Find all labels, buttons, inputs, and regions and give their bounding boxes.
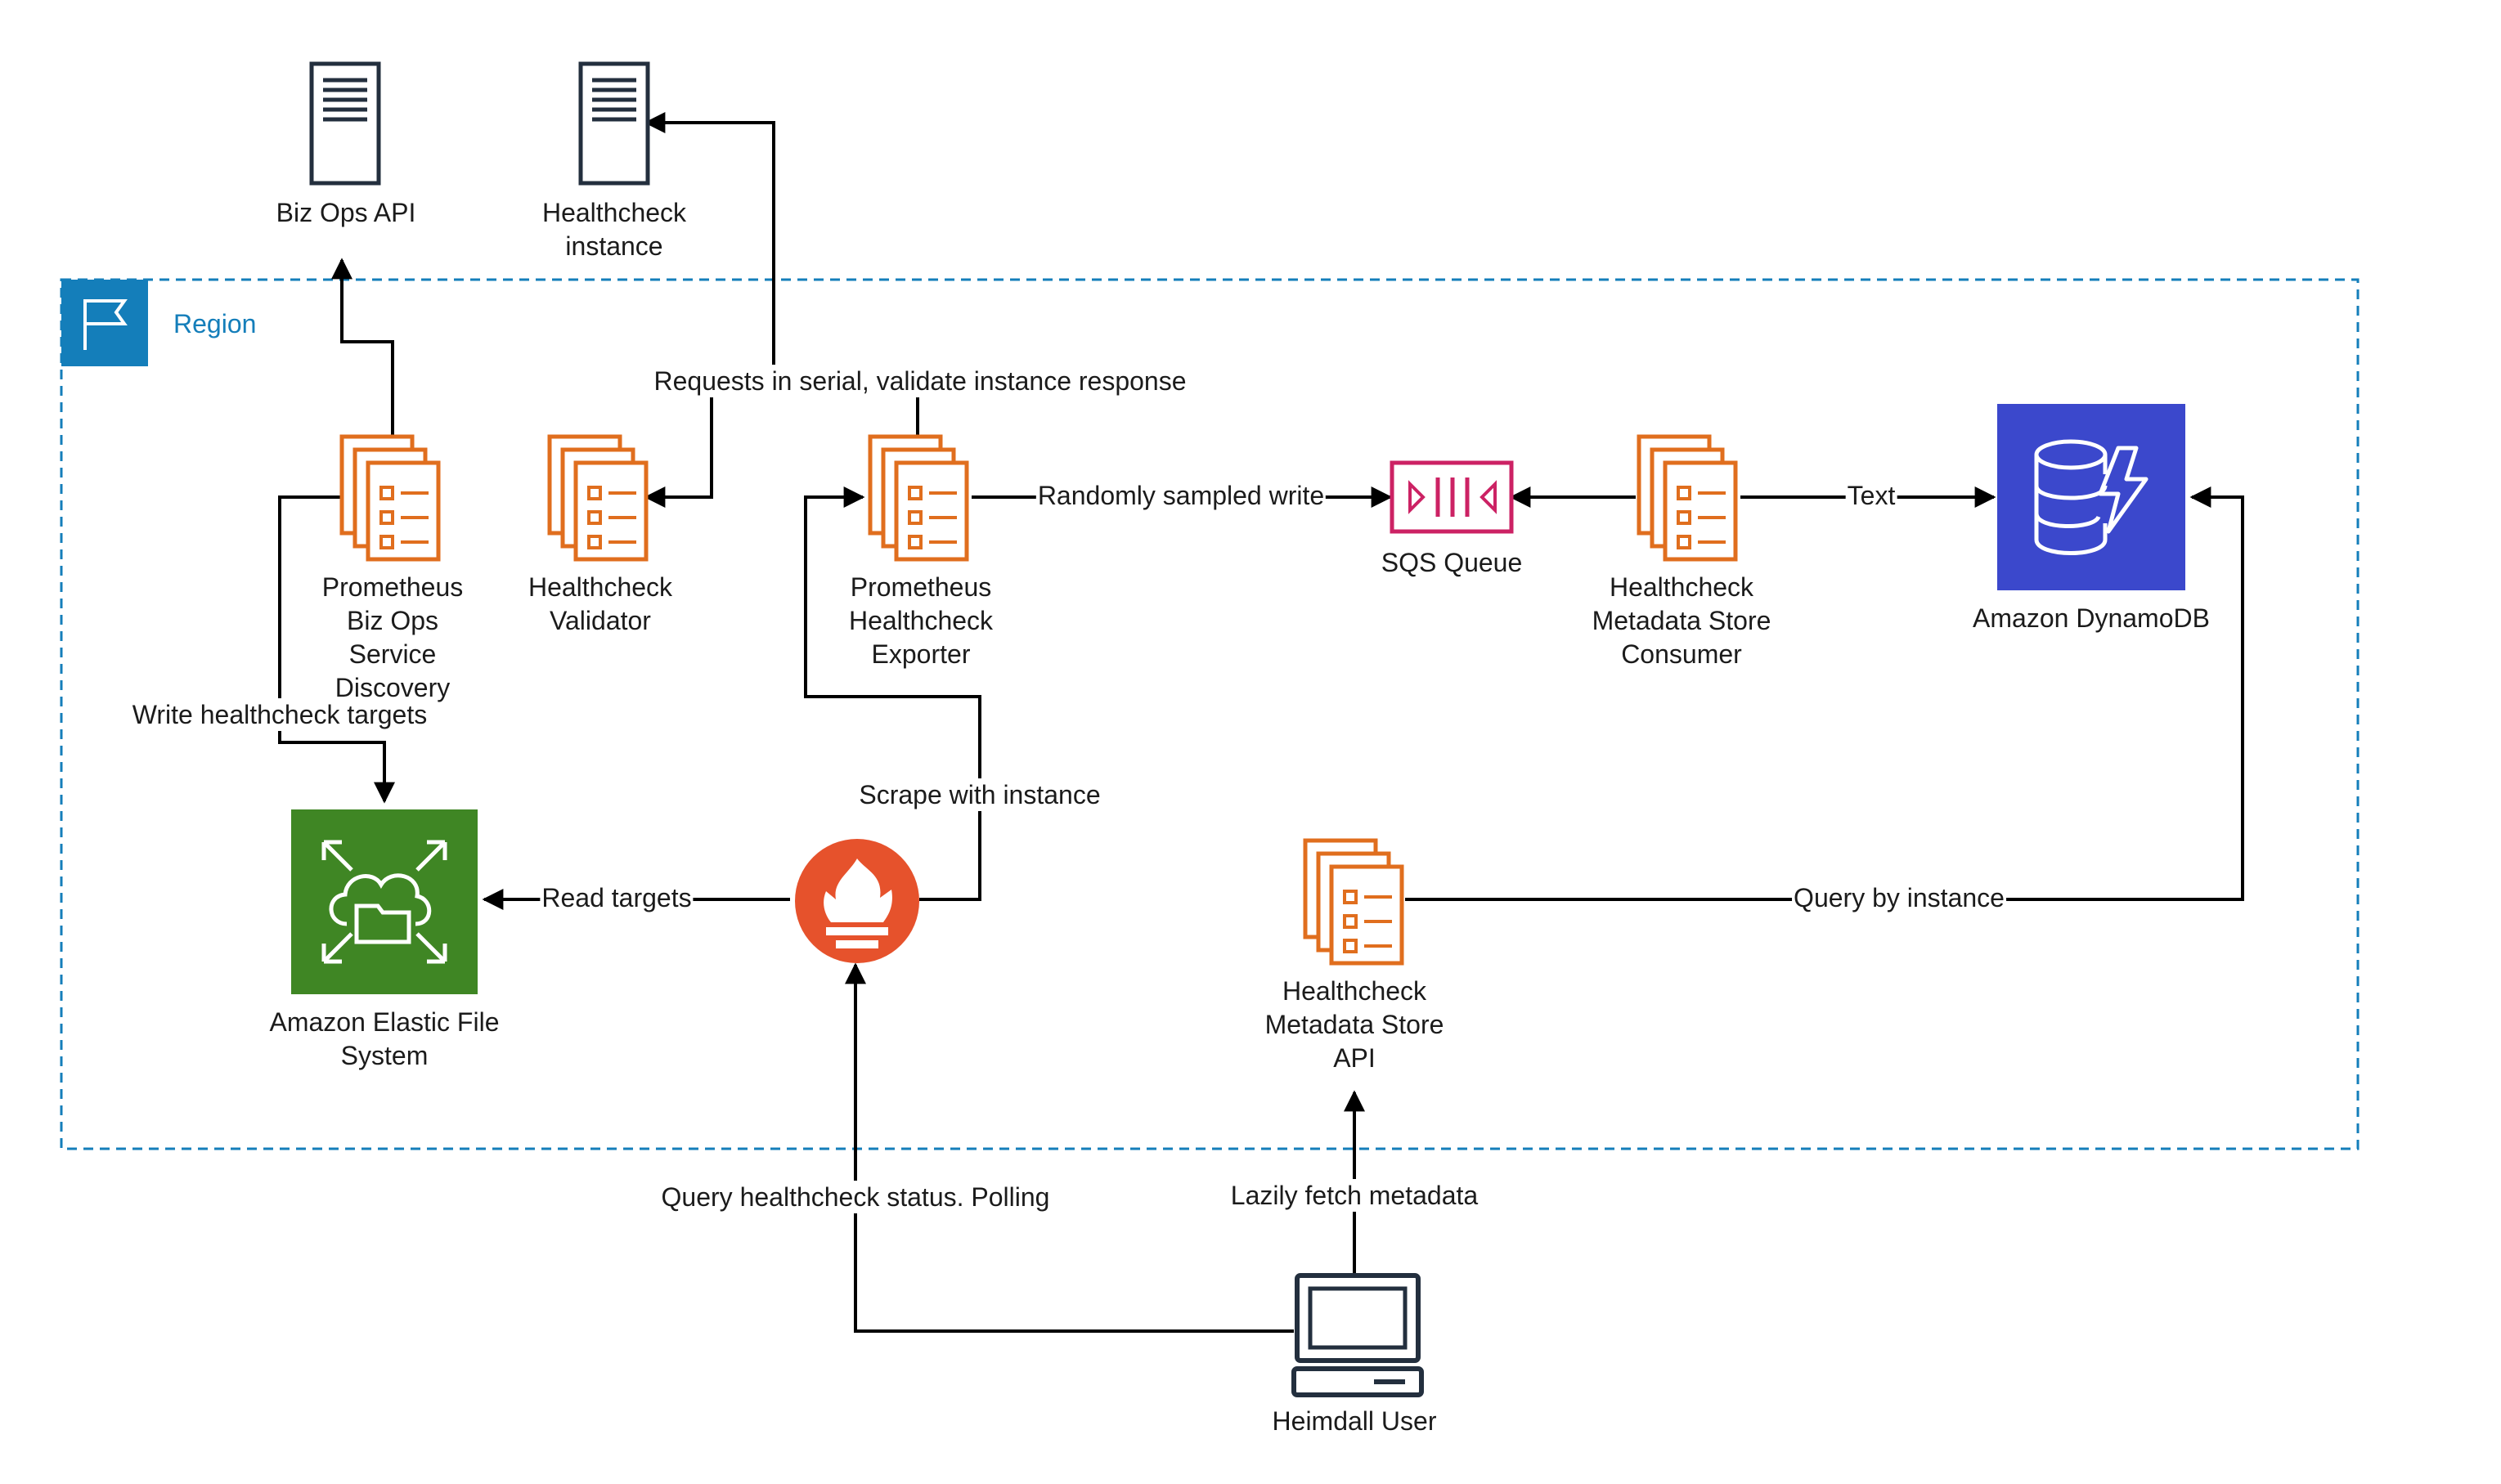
- edge-label-write-targets: Write healthcheck targets: [130, 698, 429, 731]
- edge-exporter-to-validator: [644, 379, 774, 508]
- metadata-store-api-ecs-tasks-icon: [1305, 841, 1402, 963]
- efs-icon: [291, 809, 478, 994]
- healthcheck-instance-label: Healthcheck instance: [516, 196, 712, 263]
- prometheus-icon: [795, 839, 919, 963]
- heimdall-user-label: Heimdall User: [1232, 1405, 1477, 1438]
- label-line: Discovery: [335, 673, 451, 702]
- label-line: Validator: [550, 606, 651, 635]
- biz-ops-api-label: Biz Ops API: [248, 196, 444, 230]
- label-line: Heimdall User: [1272, 1406, 1437, 1436]
- label-line: Exporter: [871, 639, 971, 669]
- edge-label-scrape: Scrape with instance: [857, 778, 1102, 811]
- label-line: Healthcheck: [1609, 572, 1754, 602]
- laptop-icon: [1291, 1273, 1424, 1397]
- region-flag-icon: [61, 280, 148, 366]
- sqs-queue-label: SQS Queue: [1354, 546, 1550, 580]
- edge-sd-to-efs: [278, 495, 395, 804]
- prometheus-biz-ops-sd-ecs-tasks-icon: [342, 437, 438, 559]
- label-line: Healthcheck: [848, 606, 994, 635]
- edge-prometheus-to-exporter: [804, 486, 981, 901]
- metadata-store-consumer-ecs-tasks-icon: [1639, 437, 1735, 559]
- edge-label-lazily-fetch: Lazily fetch metadata: [1228, 1179, 1480, 1212]
- label-line: Healthcheck: [528, 572, 673, 602]
- label-line: Healthcheck: [1282, 976, 1427, 1006]
- edge-label-query-status: Query healthcheck status. Polling: [659, 1181, 1052, 1213]
- biz-ops-api-server-icon: [312, 64, 379, 183]
- sqs-queue-icon: [1390, 460, 1514, 534]
- label-line: Metadata Store: [1264, 1010, 1444, 1039]
- prometheus-healthcheck-exporter-ecs-tasks-icon: [870, 437, 967, 559]
- label-line: Amazon DynamoDB: [1973, 603, 2210, 633]
- label-line: Healthcheck: [541, 198, 687, 227]
- label-line: Prometheus: [321, 572, 464, 602]
- edge-sd-to-biz-ops-api: [331, 258, 394, 435]
- label-line: Amazon Elastic File: [269, 1007, 500, 1037]
- label-line: Prometheus: [850, 572, 992, 602]
- edge-label-requests-serial: Requests in serial, validate instance re…: [652, 365, 1188, 397]
- region-boundary: [60, 278, 2360, 1150]
- edge-label-read-targets: Read targets: [540, 881, 694, 914]
- label-line: Biz Ops API: [276, 198, 416, 227]
- label-line: instance: [565, 231, 663, 261]
- label-line: System: [340, 1041, 429, 1070]
- edge-user-to-prometheus: [845, 962, 1294, 1333]
- dynamodb-label: Amazon DynamoDB: [1960, 602, 2222, 635]
- edge-label-randomly-sampled: Randomly sampled write: [1035, 479, 1327, 512]
- healthcheck-instance-server-icon: [581, 64, 648, 183]
- label-line: API: [1333, 1043, 1376, 1073]
- region-label: Region: [173, 309, 257, 338]
- dynamodb-icon: [1997, 404, 2185, 590]
- label-line: Consumer: [1621, 639, 1742, 669]
- label-line: Metadata Store: [1592, 606, 1771, 635]
- label-line: SQS Queue: [1381, 548, 1523, 577]
- healthcheck-validator-ecs-tasks-icon: [550, 437, 646, 559]
- edge-label-text: Text: [1845, 479, 1897, 512]
- edge-label-query-by-instance: Query by instance: [1792, 881, 2006, 914]
- label-line: Biz Ops: [346, 606, 439, 635]
- label-line: Service: [348, 639, 437, 669]
